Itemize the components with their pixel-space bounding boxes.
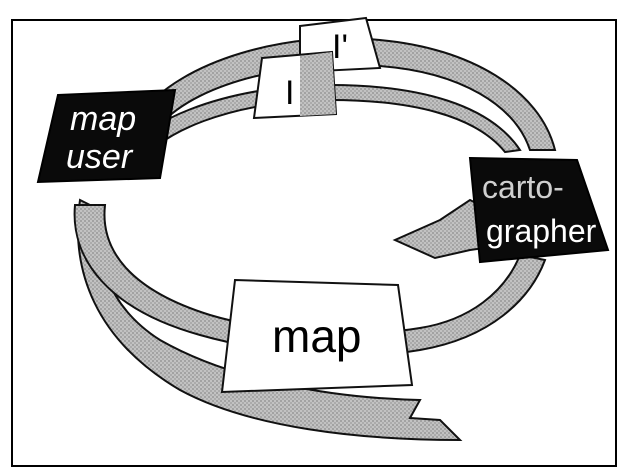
cartographer-label-line1: carto- — [482, 169, 564, 205]
cartographer-card: carto- grapher — [468, 156, 610, 264]
cartographer-label-line2: grapher — [486, 213, 597, 249]
ribbon-inner-band — [108, 83, 522, 180]
map-user-label-line1: map — [70, 100, 136, 138]
map-card-label: map — [272, 310, 361, 362]
card-i-label: I — [285, 74, 294, 112]
map-user-card: map user — [36, 88, 177, 184]
ribbon-bottom-loop — [76, 198, 463, 442]
card-i-prime-label: I' — [332, 28, 348, 66]
map-user-label-line2: user — [66, 138, 134, 176]
card-i: I — [252, 50, 338, 120]
diagram-frame — [11, 19, 617, 467]
map-card: map — [220, 278, 414, 394]
ribbon-lower-band — [73, 204, 547, 356]
